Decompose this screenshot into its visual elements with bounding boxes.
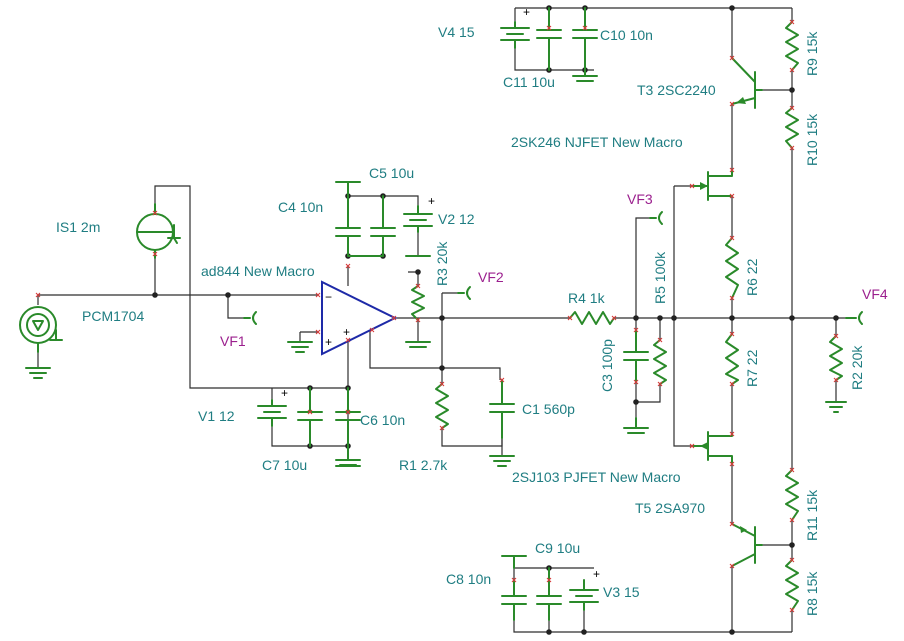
label-t3: T3 2SC2240 <box>637 82 716 98</box>
label-c10: C10 10n <box>600 27 653 43</box>
label-c9: C9 10u <box>535 540 580 556</box>
label-r5: R5 100k <box>652 251 668 304</box>
label-r4: R4 1k <box>568 290 606 306</box>
label-c8: C8 10n <box>446 571 491 587</box>
capacitors <box>297 7 649 621</box>
label-v2: V2 12 <box>438 211 475 227</box>
component-labels: IS1 2m PCM1704 VF1 ad844 New Macro C4 10… <box>56 24 888 616</box>
label-c6: C6 10n <box>360 412 405 428</box>
label-c11: C11 10u <box>503 74 555 90</box>
label-r9: R9 15k <box>804 31 820 76</box>
label-vf2: VF2 <box>478 269 504 285</box>
v2-plus-sign: + <box>428 194 435 208</box>
pin-markers <box>35 19 839 613</box>
transistors <box>691 57 763 567</box>
label-vf4: VF4 <box>862 286 888 302</box>
label-njfet: 2SK246 NJFET New Macro <box>511 134 683 150</box>
grounds <box>287 341 515 467</box>
label-c5: C5 10u <box>369 165 414 181</box>
pcm1704-source <box>19 306 63 379</box>
label-v4: V4 15 <box>438 24 475 40</box>
label-pcm1704: PCM1704 <box>82 308 144 324</box>
label-t5: T5 2SA970 <box>635 500 705 516</box>
opamp-minus-sign: − <box>325 290 332 304</box>
label-vf3: VF3 <box>627 191 653 207</box>
label-r2: R2 20k <box>849 345 865 390</box>
label-v1: V1 12 <box>198 408 235 424</box>
label-c3: C3 100p <box>599 339 615 392</box>
label-c7: C7 10u <box>262 457 307 473</box>
resistors <box>411 21 847 611</box>
label-v3: V3 15 <box>603 584 640 600</box>
v1-plus-sign: + <box>281 386 288 400</box>
label-r1: R1 2.7k <box>399 457 448 473</box>
label-c4: C4 10n <box>278 199 323 215</box>
is1-source <box>136 203 181 259</box>
v3-plus-sign: + <box>593 567 600 581</box>
wires <box>37 7 846 633</box>
opamp-plus-sign-2: + <box>343 325 350 339</box>
label-is1: IS1 2m <box>56 219 100 235</box>
opamp-plus-sign: + <box>325 335 332 349</box>
label-r6: R6 22 <box>744 258 760 296</box>
probes <box>243 211 863 325</box>
label-r10: R10 15k <box>804 113 820 166</box>
junction-dots <box>152 5 839 635</box>
label-r7: R7 22 <box>744 349 760 387</box>
label-r3: R3 20k <box>434 241 450 286</box>
label-opamp: ad844 New Macro <box>201 263 315 279</box>
label-pjfet: 2SJ103 PJFET New Macro <box>512 469 681 485</box>
label-r11: R11 15k <box>804 489 820 541</box>
ad844-opamp: − + + <box>321 280 398 356</box>
batteries: + + + + <box>257 5 600 611</box>
label-c1: C1 560p <box>522 401 575 417</box>
label-vf1: VF1 <box>220 333 246 349</box>
v4-plus-sign: + <box>523 5 530 19</box>
label-r8: R8 15k <box>804 571 820 616</box>
